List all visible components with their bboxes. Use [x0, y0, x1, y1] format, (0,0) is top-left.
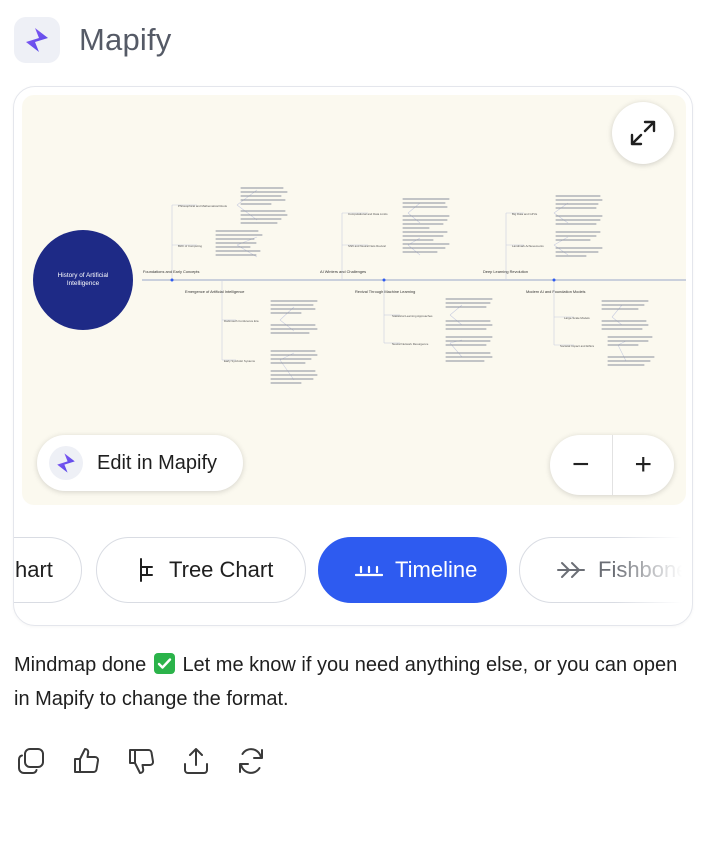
chip-mind-chart[interactable]: hart [14, 537, 82, 603]
chart-type-selector: hart Tree Chart Timeline Fishbone [14, 537, 692, 605]
branch-label: Revival Through Machine Learning [355, 289, 415, 294]
regenerate-button[interactable] [234, 744, 268, 778]
zoom-divider [611, 435, 613, 495]
timeline-icon [355, 560, 383, 580]
sub-node-label: Shift and Neural Nets Revival [348, 244, 386, 248]
branch-label: Deep Learning Revolution [483, 269, 528, 274]
root-title-line2: Intelligence [67, 280, 100, 287]
chip-label: hart [15, 557, 53, 582]
sub-node-label: Birth of Computing [178, 244, 202, 248]
message-part2: Let me know if you need anything else, o… [14, 654, 678, 710]
branch-label: Emergence of Artificial Intelligence [185, 289, 244, 294]
share-button[interactable] [179, 744, 213, 778]
branch-label: Foundations and Early Concepts [143, 269, 200, 274]
message-actions [14, 744, 289, 778]
assistant-message: Mindmap done Let me know if you need any… [14, 648, 694, 716]
chip-fishbone[interactable]: Fishbone [519, 537, 692, 603]
copy-icon [18, 748, 44, 774]
sub-node-label: Computational and Data Limits [348, 212, 388, 216]
branch-label: AI Winters and Challenges [320, 269, 366, 274]
thumbs-down-icon [129, 748, 154, 774]
sub-node-label: Big Data and GPUs [512, 212, 538, 216]
mapify-logo [14, 17, 60, 63]
edit-in-mapify-label: Edit in Mapify [97, 451, 218, 474]
zoom-in-button[interactable]: + [634, 448, 653, 481]
sub-node-label: Landmark Achievements [512, 244, 544, 248]
lightning-logo-icon [26, 28, 48, 52]
app-header: Mapify [14, 16, 172, 64]
regenerate-icon [239, 748, 263, 774]
chip-label: Tree Chart [169, 557, 274, 582]
root-title-line1: History of Artificial [58, 272, 109, 279]
chip-label: Timeline [395, 557, 478, 582]
zoom-controls: − + [550, 435, 674, 495]
app-name: Mapify [79, 22, 172, 57]
sub-node-label: Philosophical and Mathematical Roots [178, 204, 228, 208]
copy-button[interactable] [14, 744, 48, 778]
like-button[interactable] [69, 744, 103, 778]
sub-node-label: Dartmouth Conference Era [224, 319, 259, 323]
sub-node-label: Statistical Learning Approaches [392, 314, 433, 318]
tree-chart-icon [137, 557, 157, 583]
chip-timeline[interactable]: Timeline [318, 537, 507, 603]
dislike-button[interactable] [124, 744, 158, 778]
root-node [33, 230, 133, 330]
mindmap-canvas[interactable]: History of Artificial Intelligence Found… [22, 95, 686, 505]
timeline-mindmap: History of Artificial Intelligence Found… [33, 187, 686, 384]
mapify-badge [49, 446, 83, 480]
fishbone-icon [556, 560, 586, 580]
message-part1: Mindmap done [14, 654, 147, 676]
sub-node-label: Large-Scale Models [564, 316, 590, 320]
sub-node-label: Early Symbolic Systems [224, 359, 256, 363]
sub-node-label: Neural Network Resurgence [392, 342, 429, 346]
edit-in-mapify-button[interactable]: Edit in Mapify [37, 435, 243, 491]
chip-tree-chart[interactable]: Tree Chart [96, 537, 306, 603]
expand-button[interactable] [612, 102, 674, 164]
branch-label: Modern AI and Foundation Models [526, 289, 586, 294]
expand-icon [630, 120, 656, 146]
check-mark-icon [153, 653, 175, 674]
mindmap-card: History of Artificial Intelligence Found… [13, 86, 693, 626]
thumbs-up-icon [74, 748, 99, 774]
share-icon [184, 748, 208, 774]
lightning-icon [57, 453, 75, 473]
zoom-out-button[interactable]: − [571, 448, 590, 481]
chip-label: Fishbone [598, 557, 689, 582]
sub-node-label: Societal Impact and Ethics [560, 344, 595, 348]
